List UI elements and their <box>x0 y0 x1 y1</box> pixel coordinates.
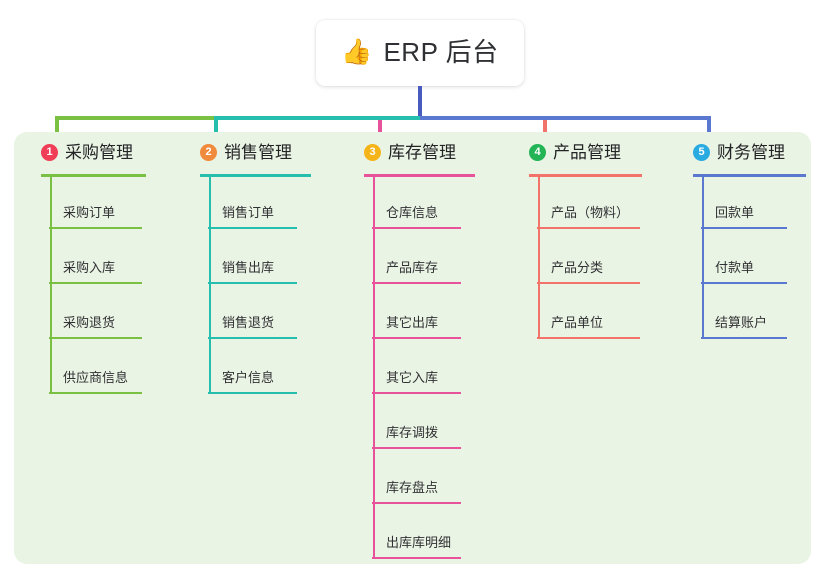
leaf-underline <box>208 282 297 284</box>
leaf-underline <box>537 337 640 339</box>
leaf-label: 产品单位 <box>551 315 604 330</box>
root-node-content: 👍 ERP 后台 <box>341 39 498 65</box>
branch-spine-4 <box>538 177 540 337</box>
branch-underline-3 <box>364 174 475 177</box>
leaf-label: 仓库信息 <box>386 205 439 220</box>
branch-spine-1 <box>50 177 52 392</box>
leaf-label: 库存调拨 <box>386 425 439 440</box>
leaf-label: 回款单 <box>715 205 755 220</box>
leaf-label: 库存盘点 <box>386 480 439 495</box>
leaf-label: 销售订单 <box>222 205 275 220</box>
branch-header-3[interactable]: 3 库存管理 <box>364 144 456 161</box>
branch-underline-2 <box>200 174 311 177</box>
leaf-underline <box>208 337 297 339</box>
leaf-underline <box>372 392 461 394</box>
leaf-label: 结算账户 <box>715 315 768 330</box>
branch-title-2: 销售管理 <box>224 143 292 162</box>
leaf-label: 其它入库 <box>386 370 439 385</box>
bus-segment-3 <box>420 116 711 120</box>
thumbs-up-icon: 👍 <box>341 37 373 66</box>
leaf-underline <box>372 282 461 284</box>
bus-segment-1 <box>55 116 214 120</box>
leaf-label: 采购入库 <box>63 260 116 275</box>
branches-panel: 1 采购管理采购订单采购入库采购退货供应商信息 2 销售管理销售订单销售出库销售退货客… <box>14 132 811 564</box>
leaf-underline <box>372 337 461 339</box>
branch-header-4[interactable]: 4 产品管理 <box>529 144 621 161</box>
bus-segment-2 <box>214 116 420 120</box>
root-node[interactable]: 👍 ERP 后台 <box>316 20 524 86</box>
branch-badge-3: 3 <box>364 144 381 161</box>
leaf-label: 产品（物料） <box>551 205 630 220</box>
leaf-label: 产品分类 <box>551 260 604 275</box>
leaf-underline <box>49 282 142 284</box>
leaf-label: 付款单 <box>715 260 755 275</box>
leaf-underline <box>208 227 297 229</box>
branch-badge-5: 5 <box>693 144 710 161</box>
leaf-underline <box>372 502 461 504</box>
leaf-label: 客户信息 <box>222 370 275 385</box>
branch-header-5[interactable]: 5 财务管理 <box>693 144 785 161</box>
branch-spine-2 <box>209 177 211 392</box>
branch-underline-5 <box>693 174 806 177</box>
leaf-label: 出库库明细 <box>386 535 452 550</box>
root-trunk-connector <box>418 86 422 118</box>
root-title: ERP 后台 <box>383 37 499 67</box>
leaf-label: 采购订单 <box>63 205 116 220</box>
leaf-underline <box>49 337 142 339</box>
branch-underline-4 <box>529 174 642 177</box>
leaf-label: 销售出库 <box>222 260 275 275</box>
branch-title-4: 产品管理 <box>553 143 621 162</box>
leaf-label: 销售退货 <box>222 315 275 330</box>
leaf-label: 采购退货 <box>63 315 116 330</box>
branch-badge-4: 4 <box>529 144 546 161</box>
leaf-underline <box>537 227 640 229</box>
leaf-underline <box>372 557 461 559</box>
branch-title-1: 采购管理 <box>65 143 133 162</box>
leaf-underline <box>49 227 142 229</box>
leaf-underline <box>49 392 142 394</box>
leaf-underline <box>701 337 787 339</box>
branch-header-2[interactable]: 2 销售管理 <box>200 144 292 161</box>
branch-underline-1 <box>41 174 146 177</box>
branch-header-1[interactable]: 1 采购管理 <box>41 144 133 161</box>
leaf-underline <box>537 282 640 284</box>
leaf-label: 其它出库 <box>386 315 439 330</box>
leaf-underline <box>208 392 297 394</box>
branch-spine-3 <box>373 177 375 557</box>
leaf-underline <box>372 447 461 449</box>
branch-spine-5 <box>702 177 704 337</box>
branch-title-3: 库存管理 <box>388 143 456 162</box>
leaf-label: 供应商信息 <box>63 370 129 385</box>
branch-title-5: 财务管理 <box>717 143 785 162</box>
branch-badge-2: 2 <box>200 144 217 161</box>
leaf-label: 产品库存 <box>386 260 439 275</box>
leaf-underline <box>701 282 787 284</box>
leaf-underline <box>701 227 787 229</box>
branch-badge-1: 1 <box>41 144 58 161</box>
leaf-underline <box>372 227 461 229</box>
